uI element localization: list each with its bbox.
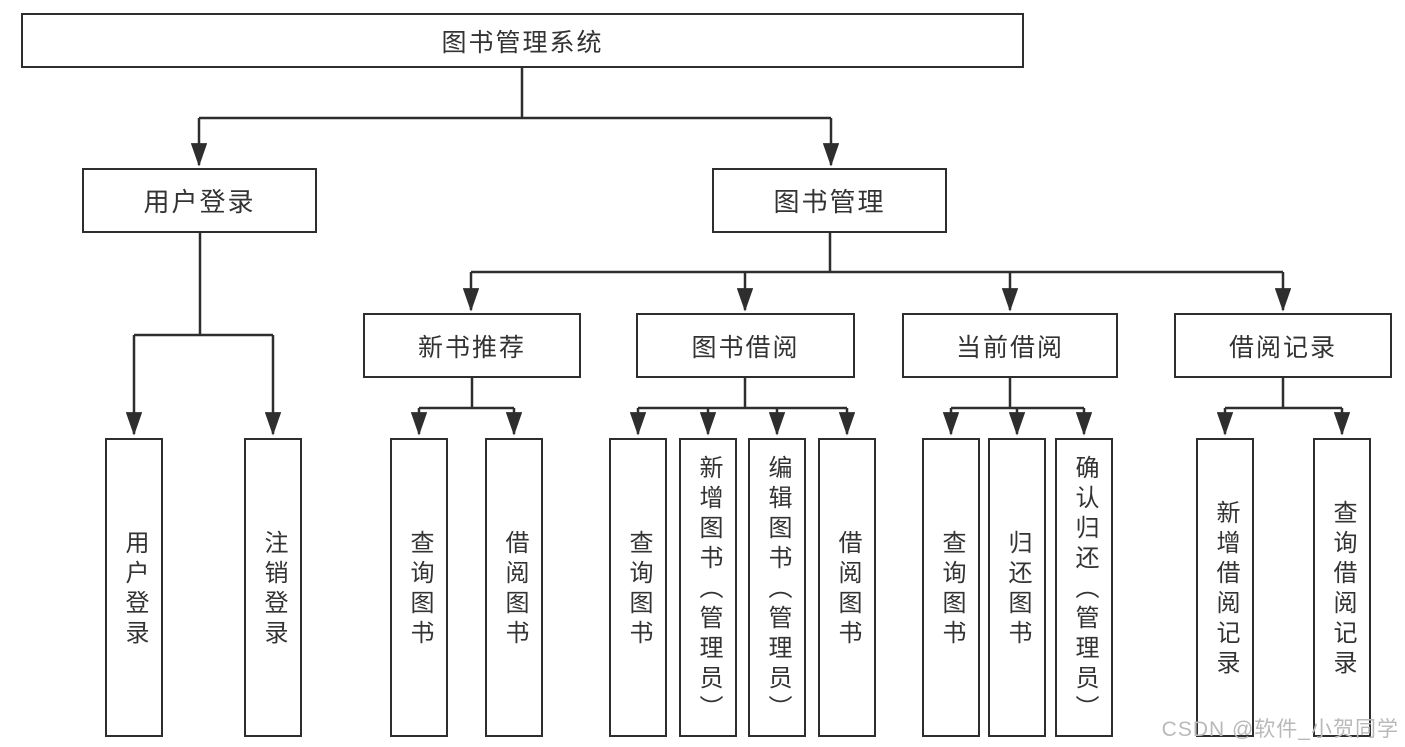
leaf-return-books: 归还图书 xyxy=(988,438,1046,737)
watermark: CSDN @软件_小贺同学 xyxy=(1161,718,1399,741)
leaf-edit-book-admin: 编辑图书（管理员） xyxy=(748,438,806,737)
node-current-borrow: 当前借阅 xyxy=(902,313,1118,378)
leaf-query-books-borrow: 查询图书 xyxy=(609,438,667,737)
leaf-query-books-current: 查询图书 xyxy=(922,438,980,737)
leaf-add-borrow-record: 新增借阅记录 xyxy=(1196,438,1254,737)
node-library-management-system: 图书管理系统 xyxy=(21,13,1024,68)
leaf-borrow-books: 借阅图书 xyxy=(818,438,876,737)
leaf-logout: 注销登录 xyxy=(244,438,302,737)
leaf-confirm-return-admin: 确认归还（管理员） xyxy=(1055,438,1113,737)
node-book-borrow: 图书借阅 xyxy=(636,313,855,378)
leaf-query-books-recommend: 查询图书 xyxy=(390,438,448,737)
leaf-add-book-admin: 新增图书（管理员） xyxy=(679,438,737,737)
leaf-user-login: 用户登录 xyxy=(105,438,163,737)
node-book-management: 图书管理 xyxy=(712,168,947,233)
leaf-borrow-books-recommend: 借阅图书 xyxy=(485,438,543,737)
node-user-login: 用户登录 xyxy=(82,168,317,233)
leaf-query-borrow-record: 查询借阅记录 xyxy=(1313,438,1371,737)
node-new-book-recommend: 新书推荐 xyxy=(363,313,581,378)
node-borrow-records: 借阅记录 xyxy=(1174,313,1392,378)
